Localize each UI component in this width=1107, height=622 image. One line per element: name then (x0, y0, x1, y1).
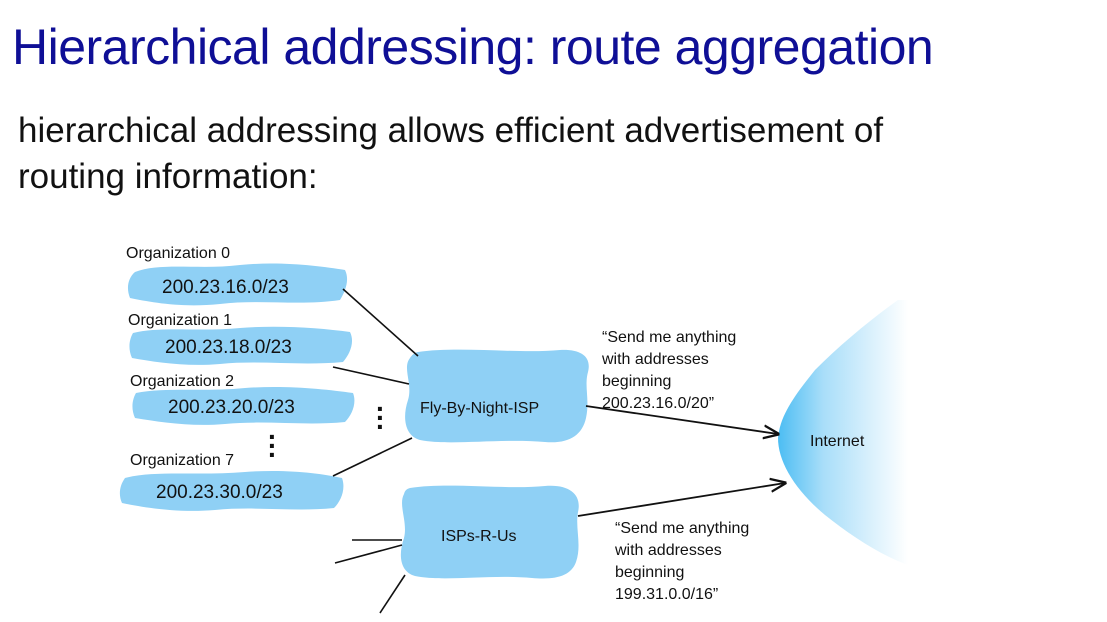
org7-prefix: 200.23.30.0/23 (156, 482, 283, 503)
fly-by-night-isp-label: Fly-By-Night-ISP (420, 400, 540, 417)
internet-cloud (778, 300, 908, 565)
link-isps-r-us-2 (334, 544, 403, 564)
subtitle-line-1: hierarchical addressing allows efficient… (18, 111, 884, 150)
isps-r-us-advertisement: “Send me anything with addresses beginni… (615, 518, 749, 606)
more-organizations-ellipsis: ··· (268, 421, 278, 470)
org2-label: Organization 2 (130, 373, 235, 390)
subtitle-line-2: routing information: (18, 157, 318, 196)
link-org7-isp (332, 437, 413, 477)
org1-label: Organization 1 (128, 312, 233, 329)
org0-label: Organization 0 (126, 245, 231, 262)
fly-by-night-advertisement-line-3: beginning (602, 373, 672, 390)
advertise-arrow-isps-r-us (577, 483, 785, 517)
org1-prefix: 200.23.18.0/23 (165, 337, 292, 358)
isps-r-us-advertisement-line-1: “Send me anything (615, 520, 750, 537)
link-org0-isp (342, 288, 419, 357)
fly-by-night-advertisement-line-4: 200.23.16.0/20” (602, 395, 715, 412)
fly-by-night-advertisement: “Send me anything with addresses beginni… (602, 327, 736, 415)
advertise-arrow-fly-by-night (585, 405, 778, 434)
isps-r-us-advertisement-line-2: with addresses (615, 542, 722, 559)
subtitle: hierarchical addressing allows efficient… (18, 108, 1018, 200)
link-isps-r-us-3 (379, 574, 406, 614)
fly-by-night-isp-cloud (405, 349, 589, 443)
org7-label: Organization 7 (130, 452, 235, 469)
fly-by-night-advertisement-line-1: “Send me anything (602, 329, 737, 346)
org2-network-cloud (132, 386, 355, 425)
isps-r-us-advertisement-line-3: beginning (615, 564, 685, 581)
internet-label: Internet (810, 433, 865, 450)
org2-prefix: 200.23.20.0/23 (168, 397, 295, 418)
org0-network-cloud (127, 263, 348, 306)
isps-r-us-cloud (400, 485, 579, 579)
more-links-ellipsis: ··· (376, 393, 386, 442)
fly-by-night-advertisement-line-2: with addresses (602, 351, 709, 368)
org0-prefix: 200.23.16.0/23 (162, 277, 289, 298)
page-title: Hierarchical addressing: route aggregati… (12, 19, 934, 75)
org7-network-cloud (119, 470, 344, 511)
isps-r-us-label: ISPs-R-Us (441, 528, 517, 545)
isps-r-us-advertisement-line-4: 199.31.0.0/16” (615, 586, 719, 603)
link-org1-isp (332, 366, 410, 385)
org1-network-cloud (129, 326, 353, 365)
